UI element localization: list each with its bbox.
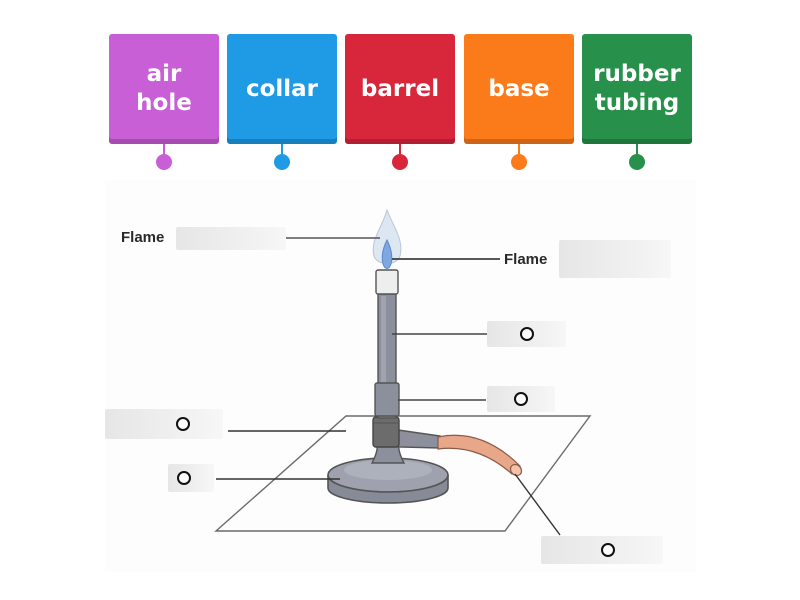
drop-target-ring-icon[interactable] bbox=[601, 543, 615, 557]
flame-right-blank bbox=[559, 240, 671, 278]
table-surface bbox=[214, 415, 592, 532]
flame-inner bbox=[381, 238, 393, 269]
drop-zone-collar-line[interactable] bbox=[105, 409, 223, 439]
drop-target-ring-icon[interactable] bbox=[519, 327, 534, 341]
gas-inlet bbox=[397, 429, 441, 449]
tile-pin-dot[interactable] bbox=[156, 154, 172, 170]
tile-base[interactable]: base bbox=[464, 34, 574, 144]
burner-base-shine bbox=[344, 460, 432, 480]
leader-line bbox=[514, 473, 561, 536]
tile-pin-dot[interactable] bbox=[629, 154, 645, 170]
tile-pin-stem bbox=[399, 144, 401, 156]
tile-pin-dot[interactable] bbox=[274, 154, 290, 170]
tile-rubber-tubing[interactable]: rubber tubing bbox=[582, 34, 692, 144]
flame-label-right: Flame bbox=[504, 251, 548, 268]
flame-label-left: Flame bbox=[121, 229, 165, 246]
tile-pin-dot[interactable] bbox=[392, 154, 408, 170]
burner-air-hole-ring bbox=[374, 382, 400, 417]
drop-target-ring-icon[interactable] bbox=[176, 417, 190, 431]
tile-pin-stem bbox=[281, 144, 283, 156]
rubber-tubing bbox=[437, 434, 521, 475]
tile-pin-dot[interactable] bbox=[511, 154, 527, 170]
tile-air-hole[interactable]: air hole bbox=[109, 34, 219, 144]
drop-zone-air-hole-line[interactable] bbox=[487, 386, 555, 412]
drop-target-ring-icon[interactable] bbox=[177, 471, 191, 485]
flame-left-blank bbox=[176, 227, 286, 250]
drop-target-ring-icon[interactable] bbox=[514, 392, 528, 406]
burner-base-side bbox=[327, 474, 449, 504]
burner-top-cap bbox=[375, 269, 399, 295]
rubber-tubing-end bbox=[509, 463, 523, 477]
drop-zone-barrel-line[interactable] bbox=[487, 321, 566, 347]
drop-zone-base-line[interactable] bbox=[168, 464, 214, 492]
drop-zone-tubing-line[interactable] bbox=[541, 536, 663, 564]
tile-barrel[interactable]: barrel bbox=[345, 34, 455, 144]
tile-pin-stem bbox=[636, 144, 638, 156]
burner-collar bbox=[372, 416, 400, 448]
tile-pin-stem bbox=[518, 144, 520, 156]
tile-pin-stem bbox=[163, 144, 165, 156]
tile-collar[interactable]: collar bbox=[227, 34, 337, 144]
